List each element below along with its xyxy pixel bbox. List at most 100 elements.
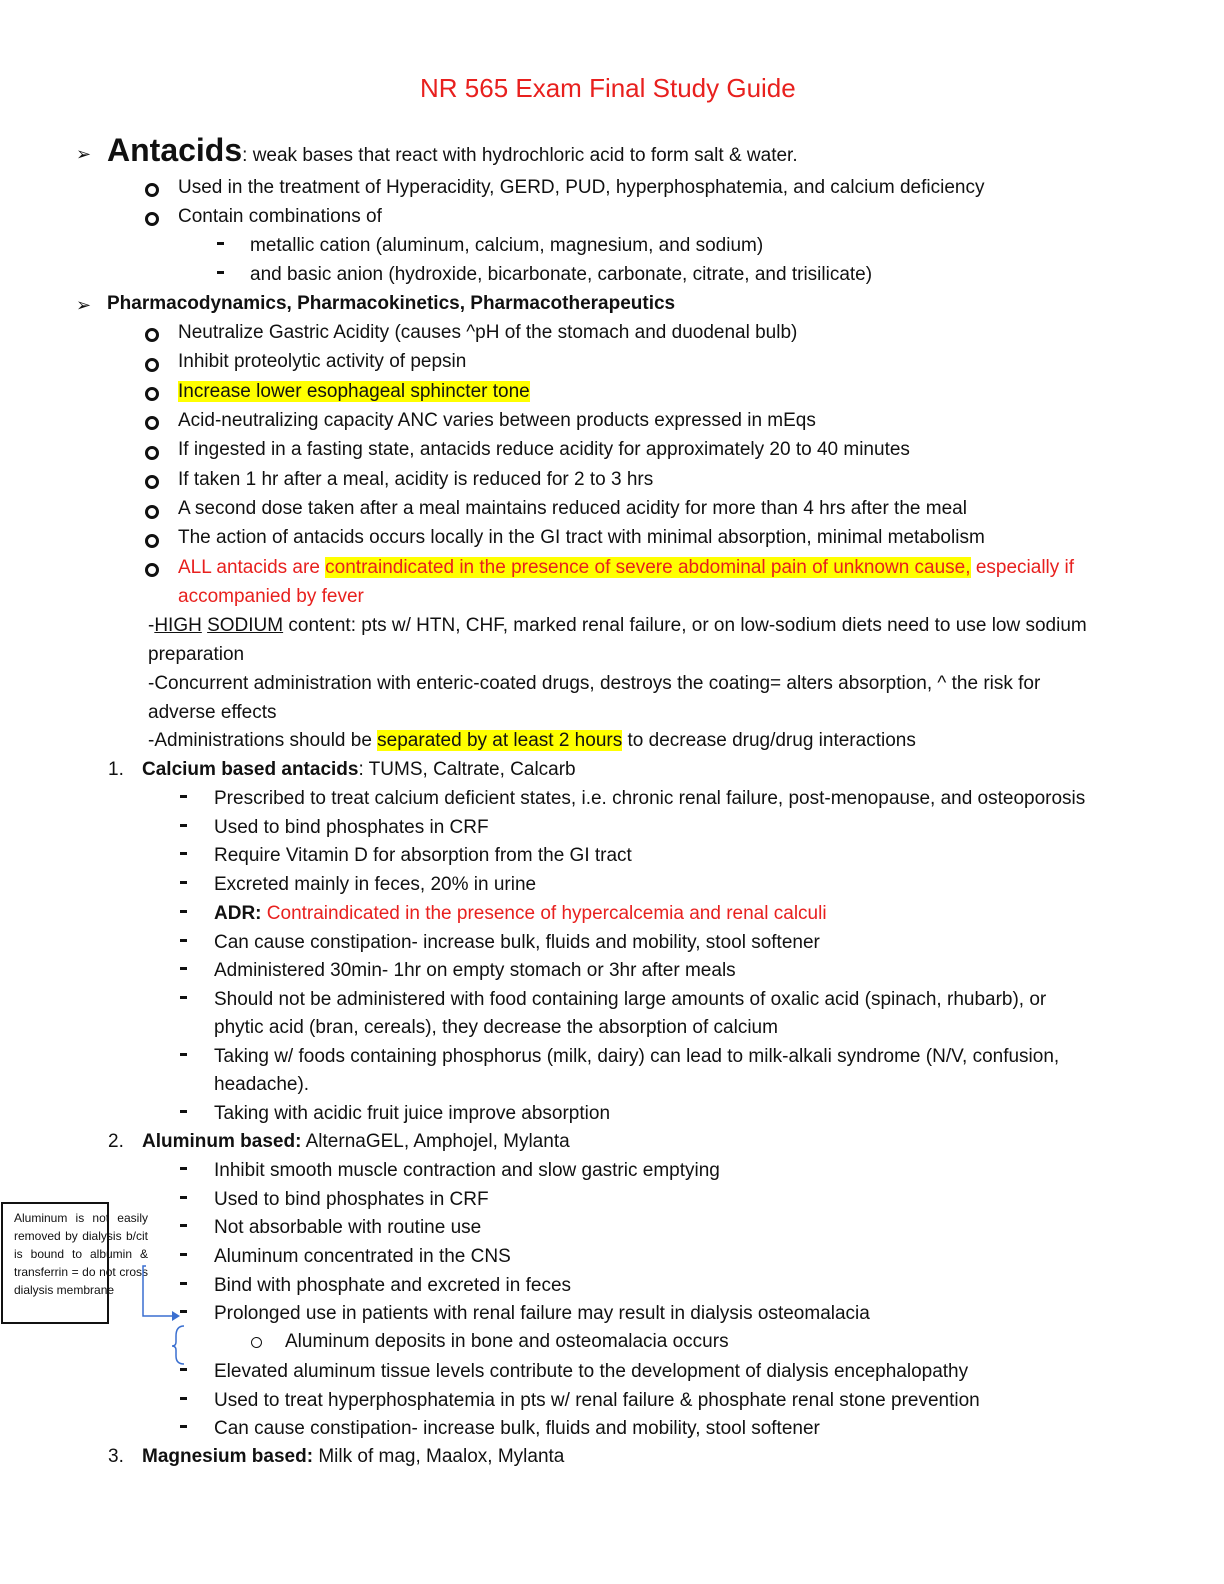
aluminum-item: Inhibit smooth muscle contraction and sl… — [214, 1160, 720, 1181]
dash-bullet-icon — [180, 1425, 187, 1428]
antacids-sub-bullet: and basic anion (hydroxide, bicarbonate,… — [250, 264, 873, 285]
sodium-line: -HIGH SODIUM content: pts w/ HTN, CHF, m… — [148, 612, 1087, 640]
dash-bullet-icon — [180, 852, 187, 855]
pharm-bullet: Inhibit proteolytic activity of pepsin — [178, 351, 467, 372]
dash-bullet-icon — [180, 1397, 187, 1400]
dash-bullet-icon — [180, 1110, 187, 1113]
aluminum-item: Aluminum concentrated in the CNS — [214, 1246, 511, 1267]
aluminum-heading-line: Aluminum based: AlternaGEL, Amphojel, My… — [142, 1128, 570, 1156]
pharm-bullet: If taken 1 hr after a meal, acidity is r… — [178, 469, 654, 490]
arrow-bullet-icon: ➢ — [76, 295, 92, 315]
aluminum-item: Used to bind phosphates in CRF — [214, 1189, 489, 1210]
separation-line: -Administrations should be separated by … — [148, 727, 916, 755]
circle-bullet-icon — [145, 446, 159, 460]
circle-bullet-icon — [145, 358, 159, 372]
calcium-item: Taking with acidic fruit juice improve a… — [214, 1103, 611, 1124]
dash-bullet-icon — [217, 242, 224, 245]
aluminum-item: Prolonged use in patients with renal fai… — [214, 1303, 870, 1324]
pharm-heading: Pharmacodynamics, Pharmacokinetics, Phar… — [107, 293, 676, 314]
aluminum-item: Bind with phosphate and excreted in fece… — [214, 1275, 572, 1296]
list-number: 3. — [108, 1446, 124, 1467]
dash-bullet-icon — [180, 1310, 187, 1313]
dash-bullet-icon — [180, 1167, 187, 1170]
circle-bullet-icon — [145, 387, 159, 401]
circle-bullet-icon — [145, 475, 159, 489]
dash-bullet-icon — [180, 1368, 187, 1371]
dash-bullet-icon — [217, 271, 224, 274]
dash-bullet-icon — [180, 1224, 187, 1227]
sep-prefix: -Administrations should be — [148, 730, 378, 751]
antacids-definition: : weak bases that react with hydrochlori… — [242, 145, 798, 166]
magnesium-heading: Magnesium based: — [142, 1446, 314, 1467]
calcium-item-cont: headache). — [214, 1074, 310, 1095]
contra-suffix: especially if — [970, 557, 1075, 578]
calcium-item-cont: phytic acid (bran, cereals), they decrea… — [214, 1017, 778, 1038]
adr-text: Contraindicated in the presence of hyper… — [261, 903, 827, 924]
antacids-bullet: Used in the treatment of Hyperacidity, G… — [178, 177, 985, 198]
contra-highlight: contraindicated in the presence of sever… — [325, 557, 971, 578]
calcium-item: Should not be administered with food con… — [214, 989, 1047, 1010]
aluminum-brands: AlternaGEL, Amphojel, Mylanta — [301, 1131, 570, 1152]
antacids-sub-bullet: metallic cation (aluminum, calcium, magn… — [250, 235, 764, 256]
circle-bullet-icon — [145, 212, 159, 226]
pharm-bullet: Increase lower esophageal sphincter tone — [178, 378, 530, 406]
pharm-bullet: A second dose taken after a meal maintai… — [178, 498, 967, 519]
sodium-word: SODIUM — [207, 615, 284, 636]
dash-bullet-icon — [180, 1196, 187, 1199]
highlighted-text: Increase lower esophageal sphincter tone — [178, 381, 530, 402]
calcium-brands: : TUMS, Caltrate, Calcarb — [358, 759, 576, 780]
document-title: NR 565 Exam Final Study Guide — [420, 73, 796, 103]
small-circle-bullet-icon — [251, 1337, 262, 1348]
adr-label: ADR: — [214, 903, 262, 924]
list-number: 1. — [108, 759, 124, 780]
aluminum-item: Can cause constipation- increase bulk, f… — [214, 1418, 820, 1439]
pharm-bullet: The action of antacids occurs locally in… — [178, 527, 985, 548]
sodium-high: HIGH — [154, 615, 202, 636]
aluminum-item: Not absorbable with routine use — [214, 1217, 482, 1238]
pharm-bullet: If ingested in a fasting state, antacids… — [178, 439, 910, 460]
dash-bullet-icon — [180, 881, 187, 884]
calcium-heading: Calcium based antacids — [142, 759, 359, 780]
circle-bullet-icon — [145, 534, 159, 548]
aluminum-heading: Aluminum based: — [142, 1131, 302, 1152]
pharm-bullet: Neutralize Gastric Acidity (causes ^pH o… — [178, 322, 798, 343]
dash-bullet-icon — [180, 910, 187, 913]
antacids-heading-line: Antacids: weak bases that react with hyd… — [107, 132, 798, 174]
calcium-heading-line: Calcium based antacids: TUMS, Caltrate, … — [142, 756, 576, 784]
calcium-adr: ADR: Contraindicated in the presence of … — [214, 900, 827, 928]
circle-bullet-icon — [145, 416, 159, 430]
side-note-text: Aluminum is not easily removed by dialys… — [14, 1211, 148, 1297]
dash-bullet-icon — [180, 939, 187, 942]
circle-bullet-icon — [145, 563, 159, 577]
contraindication-line: ALL antacids are contraindicated in the … — [178, 554, 1074, 582]
antacids-heading: Antacids — [107, 132, 243, 168]
circle-bullet-icon — [145, 183, 159, 197]
sep-highlight: separated by at least 2 hours — [377, 730, 623, 751]
dash-bullet-icon — [180, 795, 187, 798]
calcium-item: Require Vitamin D for absorption from th… — [214, 845, 632, 866]
side-note-box — [1, 1202, 109, 1324]
dash-bullet-icon — [180, 824, 187, 827]
calcium-item: Taking w/ foods containing phosphorus (m… — [214, 1046, 1060, 1067]
calcium-item: Can cause constipation- increase bulk, f… — [214, 932, 820, 953]
dash-bullet-icon — [180, 1282, 187, 1285]
aluminum-item: Used to treat hyperphosphatemia in pts w… — [214, 1390, 980, 1411]
dash-bullet-icon — [180, 967, 187, 970]
calcium-item: Administered 30min- 1hr on empty stomach… — [214, 960, 736, 981]
calcium-item: Prescribed to treat calcium deficient st… — [214, 788, 1086, 809]
sep-suffix: to decrease drug/drug interactions — [622, 730, 916, 751]
circle-bullet-icon — [145, 505, 159, 519]
dash-bullet-icon — [180, 996, 187, 999]
list-number: 2. — [108, 1131, 124, 1152]
enteric-line: -Concurrent administration with enteric-… — [148, 673, 1041, 694]
aluminum-sub-item: Aluminum deposits in bone and osteomalac… — [285, 1331, 729, 1352]
magnesium-brands: Milk of mag, Maalox, Mylanta — [313, 1446, 565, 1467]
arrow-bullet-icon: ➢ — [76, 144, 92, 164]
aluminum-item: Elevated aluminum tissue levels contribu… — [214, 1361, 969, 1382]
pharm-bullet: Acid-neutralizing capacity ANC varies be… — [178, 410, 816, 431]
sodium-rest: content: pts w/ HTN, CHF, marked renal f… — [283, 615, 1087, 636]
antacids-bullet: Contain combinations of — [178, 206, 382, 227]
enteric-line-2: adverse effects — [148, 702, 277, 723]
sodium-dash: - — [148, 615, 155, 636]
calcium-item: Excreted mainly in feces, 20% in urine — [214, 874, 537, 895]
